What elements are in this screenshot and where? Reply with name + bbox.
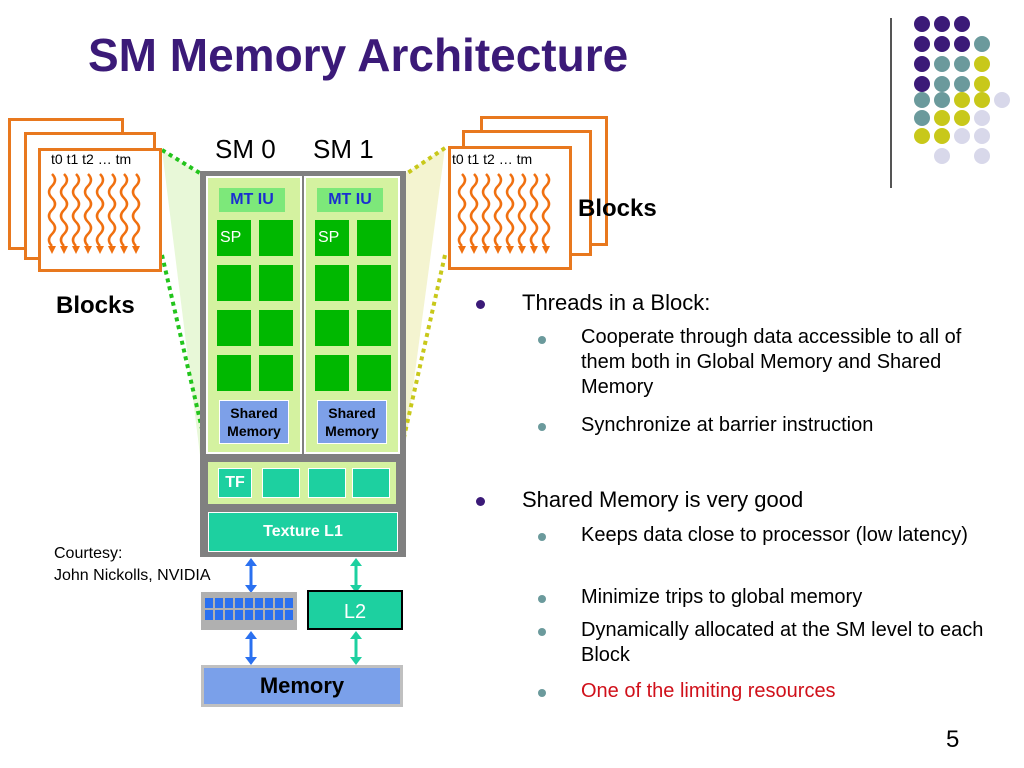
right-halo: [398, 148, 445, 455]
bullet-dot: [476, 300, 485, 309]
divider-line: [890, 18, 892, 188]
sp-cell: [217, 355, 251, 391]
courtesy-note: Courtesy: John Nickolls, NVIDIA: [54, 543, 211, 587]
thread-ids-label: t0 t1 t2 … tm: [51, 151, 132, 167]
sub-bullet-item: Synchronize at barrier instruction: [581, 414, 874, 436]
courtesy-line1: Courtesy:: [54, 545, 123, 562]
l2-cache-box: L2: [307, 590, 403, 630]
sp-cell: [259, 310, 293, 346]
sub-bullet-item: Dynamically allocated at the SM level to…: [581, 619, 984, 666]
right-dotted-bottom: [398, 254, 447, 456]
bullet-dot: [538, 628, 546, 636]
left-halo: [162, 150, 208, 455]
blocks-label-right: Blocks: [578, 195, 657, 222]
shared-memory-line1: Shared: [328, 405, 376, 421]
mt-iu-box: MT IU: [219, 188, 285, 212]
sp-label: SP: [318, 229, 340, 246]
bullet-dot: [538, 423, 546, 431]
blocks-label-left: Blocks: [56, 292, 135, 319]
shared-memory-line2: Memory: [325, 423, 379, 439]
tf-cell: [352, 468, 390, 498]
thread-arrows-icon: [47, 173, 141, 254]
sub-bullet-item-highlight: One of the limiting resources: [581, 680, 836, 702]
sm0-label: SM 0: [215, 134, 276, 164]
sp-cell: [357, 265, 391, 301]
arrow-chip-to-l2: [350, 558, 362, 593]
right-dotted-top: [398, 146, 447, 180]
sub-bullet-item: Minimize trips to global memory: [581, 586, 863, 608]
texture-filter-row: TF: [208, 462, 396, 504]
global-memory-box: Memory: [201, 665, 403, 707]
shared-memory-box: Shared Memory: [317, 400, 387, 444]
sm1-column: MT IU SP Shared Memory: [304, 176, 400, 454]
texture-l1-box: Texture L1: [208, 512, 398, 552]
tf-cell: [262, 468, 300, 498]
sp-cell: SP: [315, 220, 349, 256]
left-dotted-top: [160, 148, 210, 180]
sp-label: SP: [220, 229, 242, 246]
courtesy-line2: John Nickolls, NVIDIA: [54, 567, 211, 584]
memory-controller-grid: [201, 592, 297, 630]
shared-memory-line1: Shared: [230, 405, 278, 421]
thread-ids-label: t0 t1 t2 … tm: [452, 151, 533, 167]
sp-cell: [315, 310, 349, 346]
sp-cell: [357, 355, 391, 391]
sub-bullet-item: Cooperate through data accessible to all…: [581, 326, 962, 398]
slide-title: SM Memory Architecture: [88, 29, 629, 81]
arrow-grid-to-memory: [245, 631, 257, 665]
sp-cell: [259, 355, 293, 391]
sp-cell: [217, 310, 251, 346]
sp-cell: [357, 220, 391, 256]
bullet-dot: [538, 336, 546, 344]
bullet-dot: [538, 533, 546, 541]
sp-cell: [315, 355, 349, 391]
sp-cell: [315, 265, 349, 301]
bullet-dot: [538, 595, 546, 603]
sp-cell: [357, 310, 391, 346]
bullet-item: Threads in a Block:: [522, 290, 711, 315]
sp-cell: SP: [217, 220, 251, 256]
tf-label: TF: [218, 468, 252, 498]
page-number: 5: [946, 726, 960, 753]
thread-arrows-icon: [457, 173, 551, 254]
mt-iu-box: MT IU: [317, 188, 383, 212]
bullet-dot: [538, 689, 546, 697]
sm0-column: MT IU SP Shared Memory: [206, 176, 302, 454]
arrow-l2-to-memory: [350, 631, 362, 665]
arrow-chip-to-grid: [245, 558, 257, 593]
sp-cell: [217, 265, 251, 301]
shared-memory-box: Shared Memory: [219, 400, 289, 444]
bullet-dot: [476, 497, 485, 506]
sp-cell: [259, 265, 293, 301]
sm1-label: SM 1: [313, 134, 374, 164]
bullet-item: Shared Memory is very good: [522, 487, 804, 512]
sp-cell: [259, 220, 293, 256]
tf-cell: [308, 468, 346, 498]
shared-memory-line2: Memory: [227, 423, 281, 439]
sub-bullet-item: Keeps data close to processor (low laten…: [581, 524, 968, 546]
